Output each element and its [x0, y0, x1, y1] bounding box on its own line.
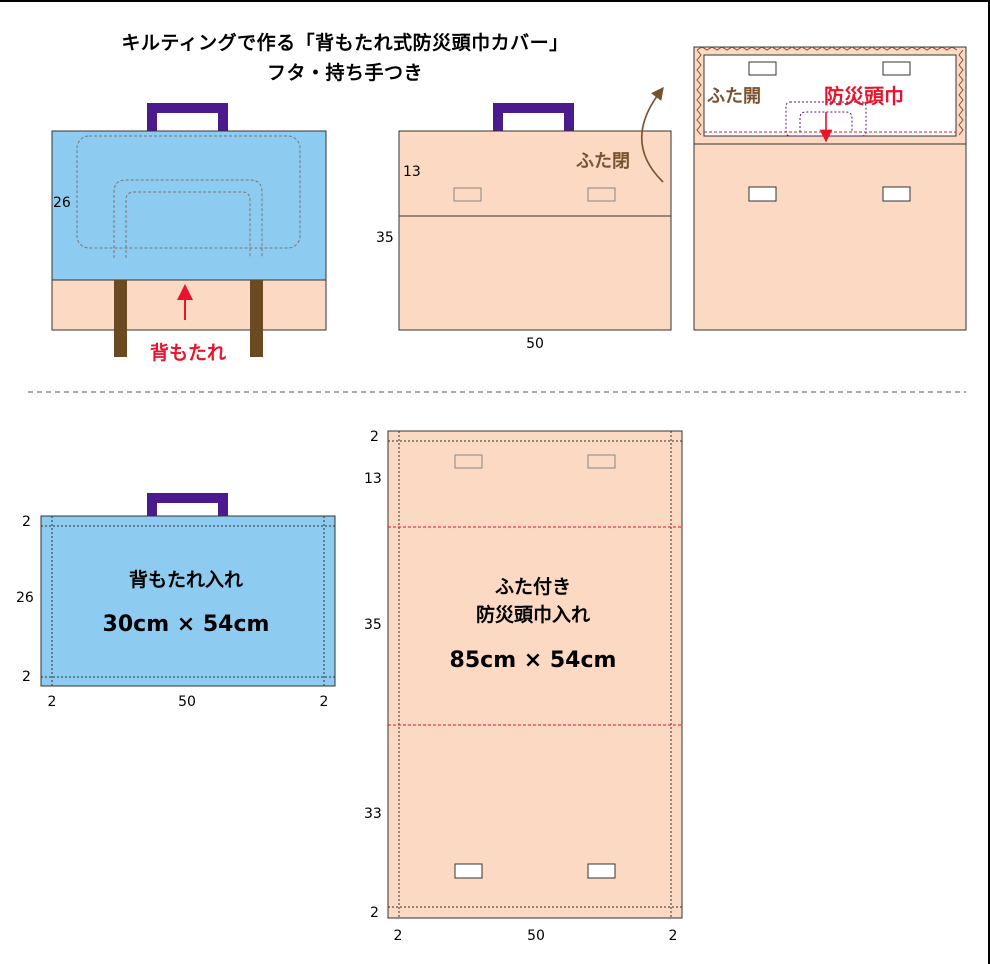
hood-hole-top-right — [587, 454, 616, 469]
pattern-handle — [147, 493, 228, 524]
strap-left — [114, 280, 127, 357]
backrest-peach-panel — [51, 279, 327, 331]
lid-close-arrow — [640, 86, 664, 183]
hood-pattern-dim-lower: 33 — [364, 806, 382, 822]
open-lid-hole-left — [748, 61, 777, 76]
hood-pattern-dim-middle: 35 — [364, 617, 382, 633]
page-title: キルティングで作る「背もたれ式防災頭巾カバー」 — [121, 32, 569, 54]
hood-pattern-name-line1: ふた付き — [494, 576, 572, 598]
hood-pattern-panel — [387, 430, 683, 919]
hood-hole-top-left — [454, 454, 483, 469]
strap-right — [250, 280, 263, 357]
open-hood-handle — [799, 111, 853, 132]
backrest-pattern-size: 30cm × 54cm — [102, 612, 270, 637]
backrest-pattern — [40, 493, 336, 687]
open-body-hole-right — [882, 186, 911, 202]
backrest-handle — [147, 103, 228, 132]
backrest-stitch-outline — [76, 135, 301, 249]
open-body — [693, 143, 967, 331]
closed-dim-width: 50 — [526, 336, 544, 352]
hood-pattern-size: 85cm × 54cm — [449, 648, 617, 673]
backrest-pattern-name: 背もたれ入れ — [128, 569, 244, 591]
hood-label: 防災頭巾 — [824, 84, 904, 108]
lid-close-label: ふた閉 — [576, 151, 630, 172]
backrest-label: 背もたれ — [149, 342, 227, 364]
backrest-pattern-dim-top: 2 — [22, 514, 31, 530]
page-subtitle: フタ・持ち手つき — [266, 62, 423, 84]
backrest-blue-panel — [51, 130, 327, 281]
closed-dim-lid: 13 — [403, 164, 421, 180]
hood-pattern-dim-right: 2 — [668, 928, 678, 944]
lid-open-view — [693, 46, 967, 331]
backrest-view — [51, 103, 327, 357]
backrest-inner-handle-inner — [125, 191, 251, 258]
open-body-hole-left — [748, 186, 777, 202]
hood-pattern-name-line2: 防災頭巾入れ — [475, 604, 591, 626]
closed-handle — [493, 103, 574, 132]
backrest-pattern-panel — [40, 515, 336, 687]
hood-hole-bottom-left — [454, 863, 483, 879]
backrest-pattern-dim-left: 2 — [47, 694, 57, 710]
backrest-pattern-dim-height: 26 — [16, 590, 34, 606]
hood-pattern-dim-top: 2 — [370, 429, 379, 445]
closed-hole-right — [587, 187, 616, 202]
backrest-pattern-dim-width: 50 — [178, 694, 196, 710]
backrest-pattern-dim-bottom: 2 — [22, 669, 31, 685]
open-lid-inner — [703, 54, 957, 137]
hood-pattern-dim-bottom: 2 — [370, 905, 379, 921]
hood-pattern-dim-width: 50 — [527, 928, 545, 944]
closed-body — [398, 130, 672, 331]
backrest-pattern-dim-right: 2 — [319, 694, 329, 710]
hood-pattern-dim-lid: 13 — [364, 471, 382, 487]
open-lid-zigzag — [696, 46, 964, 136]
hood-hole-bottom-right — [587, 863, 616, 879]
backrest-inner-handle-outer — [113, 179, 263, 258]
hood-pattern-dim-left: 2 — [393, 928, 403, 944]
open-hood-outline — [785, 101, 867, 137]
closed-dim-body: 35 — [376, 230, 394, 246]
lid-closed-view — [398, 86, 672, 331]
open-lid-hole-right — [882, 61, 911, 76]
closed-hole-left — [453, 187, 482, 202]
lid-open-label: ふた開 — [707, 86, 761, 107]
backrest-dim-height: 26 — [53, 195, 71, 211]
hood-cover-pattern — [387, 430, 683, 919]
